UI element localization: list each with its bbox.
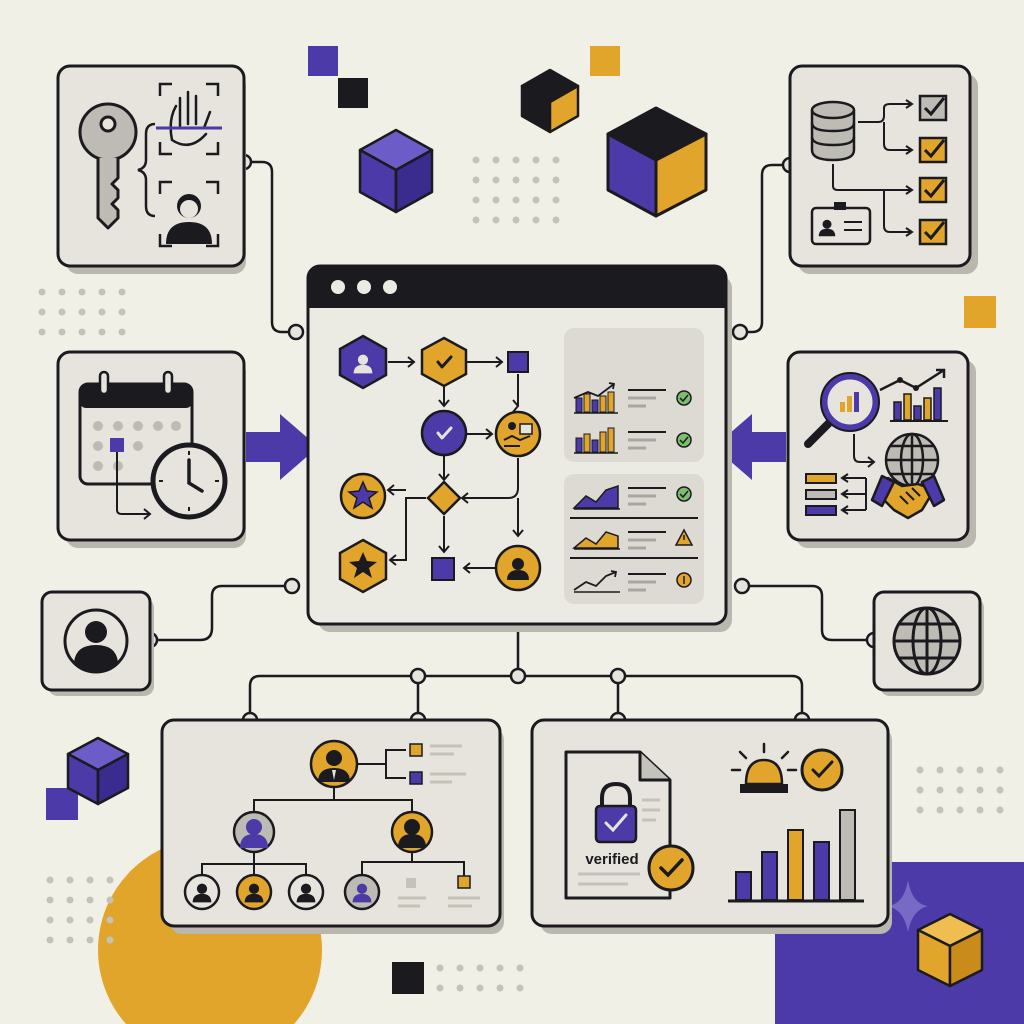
stats-panel — [564, 328, 704, 604]
square-shape — [46, 788, 78, 820]
org-hierarchy-card[interactable] — [160, 718, 504, 934]
compliance-alerts-card[interactable]: verified — [530, 718, 892, 934]
dot-grid — [436, 964, 524, 992]
decision-diamond-icon — [426, 480, 462, 516]
check-circle-icon — [420, 409, 468, 457]
status-ok-icon — [676, 432, 692, 448]
center-browser-window[interactable] — [306, 264, 732, 632]
global-network-card[interactable] — [872, 590, 984, 696]
checkbox-checked-icon — [918, 218, 948, 246]
cube-icon — [520, 68, 580, 134]
handshake-icon — [870, 474, 946, 520]
status-ok-icon — [676, 390, 692, 406]
star-node-icon — [339, 472, 387, 520]
user-icon — [63, 608, 129, 674]
square-shape — [964, 296, 996, 328]
check-badge-icon — [800, 748, 844, 792]
face-scan-icon — [158, 180, 220, 248]
key-icon — [78, 102, 138, 230]
person-icon — [232, 810, 276, 854]
magnifier-chart-icon — [804, 372, 880, 448]
user-profile-card[interactable] — [40, 590, 154, 696]
status-ok-icon — [676, 486, 692, 502]
window-titlebar — [308, 266, 726, 308]
connector-lines — [150, 160, 874, 720]
padlock-icon — [594, 781, 638, 844]
stat-row — [571, 528, 694, 550]
bracket-shape — [137, 122, 156, 218]
legend-square — [409, 743, 423, 757]
dot-grid — [46, 876, 114, 944]
alarm-light-icon — [730, 742, 798, 793]
stat-row — [574, 427, 692, 454]
line-chart-icon — [879, 368, 948, 422]
cube-icon — [916, 912, 984, 988]
user-node-icon — [338, 334, 388, 390]
cube-icon — [358, 128, 434, 214]
square-shape — [338, 78, 368, 108]
legend-square — [457, 875, 471, 889]
star-hex-node-icon — [338, 538, 388, 594]
globe-icon — [892, 606, 962, 676]
cube-icon — [66, 736, 130, 806]
flow-arrow — [853, 434, 876, 468]
workflow-flowchart — [338, 334, 542, 594]
check-badge-icon — [647, 844, 695, 892]
checkbox-checked-icon — [918, 94, 948, 122]
flow-arrow — [116, 452, 152, 520]
text-lines — [398, 896, 480, 908]
dot-grid — [472, 156, 560, 224]
list-bars — [805, 473, 867, 516]
background-decoration — [38, 46, 1024, 1024]
dot-grid — [38, 288, 126, 336]
window-dot[interactable] — [357, 280, 371, 294]
person-icon — [390, 810, 434, 854]
person-icon — [309, 739, 359, 789]
person-icon — [235, 873, 273, 911]
person-icon — [183, 873, 221, 911]
verified-label: verified — [585, 851, 638, 868]
org-lines — [201, 749, 465, 876]
fingerprint-scan-icon — [156, 82, 222, 156]
clock-icon — [150, 442, 228, 520]
arrow-right-icon — [246, 414, 318, 480]
scheduling-card[interactable] — [56, 350, 246, 548]
arrow-left-icon — [714, 414, 786, 480]
stat-row — [573, 570, 692, 593]
stat-row — [573, 382, 692, 414]
branch-arrows — [832, 99, 914, 237]
process-square-icon — [507, 351, 529, 373]
id-card-icon — [810, 202, 872, 246]
checkbox-checked-icon — [918, 136, 948, 164]
legend-square — [409, 771, 423, 785]
window-dot[interactable] — [383, 280, 397, 294]
dot-grid — [916, 766, 1004, 814]
stat-row — [572, 484, 692, 510]
analytics-partnerships-card[interactable] — [786, 350, 976, 548]
legend-square — [406, 878, 416, 888]
person-icon — [343, 873, 381, 911]
sparkle-icon — [888, 880, 928, 932]
square-shape — [590, 46, 620, 76]
database-icon — [810, 100, 856, 162]
cube-icon — [606, 106, 708, 218]
text-lines — [430, 744, 466, 784]
square-shape — [392, 962, 424, 994]
square-shape — [308, 46, 338, 76]
window-dot[interactable] — [331, 280, 345, 294]
checkbox-checked-icon — [918, 176, 948, 204]
person-node-icon — [494, 544, 542, 592]
bar-chart-icon — [728, 809, 864, 903]
process-square-icon — [431, 557, 455, 581]
data-validation-card[interactable] — [788, 64, 978, 274]
identity-access-card[interactable] — [56, 64, 246, 274]
person-icon — [287, 873, 325, 911]
handoff-node-icon — [494, 410, 542, 458]
approval-node-icon — [420, 336, 468, 388]
